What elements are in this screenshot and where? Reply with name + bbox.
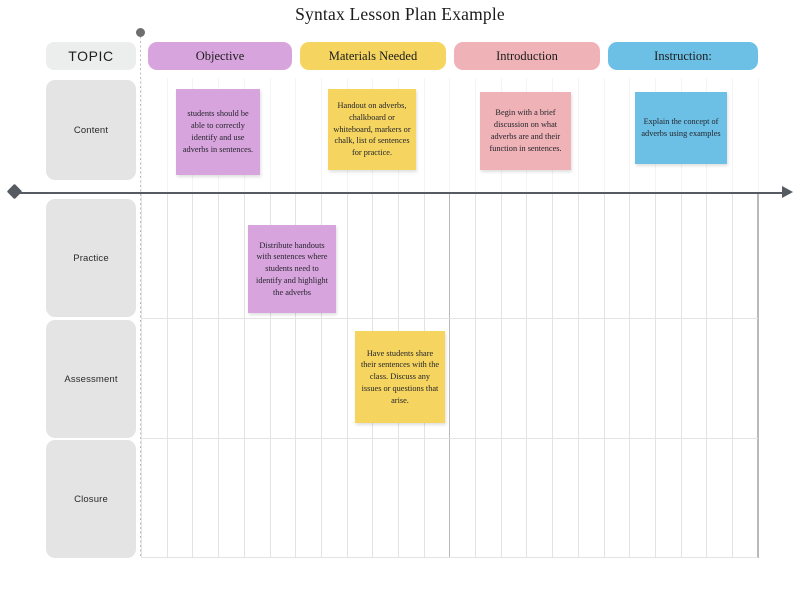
grid-vertical-line (192, 192, 193, 558)
grid-vertical-line (501, 192, 502, 558)
column-header-instruction[interactable]: Instruction: (608, 42, 758, 70)
horizontal-axis-arrow-icon (782, 186, 793, 198)
grid-vertical-line-faint (449, 78, 450, 192)
row-label-closure: Closure (46, 440, 136, 558)
grid-vertical-line (167, 192, 168, 558)
row-label-assessment: Assessment (46, 320, 136, 438)
sticky-note-text: Begin with a brief discussion on what ad… (489, 108, 562, 153)
row-label-content: Content (46, 80, 136, 180)
grid-vertical-line (449, 192, 450, 558)
column-header-objective[interactable]: Objective (148, 42, 292, 70)
vertical-axis-top-dot-icon (136, 28, 145, 37)
sticky-note-introduction-content[interactable]: Begin with a brief discussion on what ad… (480, 92, 571, 170)
grid-vertical-line-faint (321, 78, 322, 192)
grid-vertical-line-faint (295, 78, 296, 192)
sticky-note-objective-content[interactable]: students should be able to correctly ide… (176, 89, 260, 175)
grid-horizontal-line (141, 318, 758, 319)
sticky-note-materials-content[interactable]: Handout on adverbs, chalkboard or whiteb… (328, 89, 416, 170)
grid-vertical-line-faint (424, 78, 425, 192)
vertical-axis-dotted-line (140, 32, 142, 558)
sticky-note-text: students should be able to correctly ide… (182, 109, 254, 154)
sticky-note-text: Have students share their sentences with… (360, 348, 440, 405)
grid-vertical-line (321, 192, 322, 558)
grid-vertical-line (758, 192, 759, 558)
grid-vertical-line (629, 192, 630, 558)
grid-vertical-line (475, 192, 476, 558)
grid-vertical-line (295, 192, 296, 558)
grid-vertical-line (141, 192, 142, 558)
horizontal-axis-origin-marker-icon (6, 183, 23, 200)
grid-vertical-line (757, 192, 758, 558)
column-header-materials-needed[interactable]: Materials Needed (300, 42, 446, 70)
grid-vertical-line-faint (167, 78, 168, 192)
sticky-note-text: Handout on adverbs, chalkboard or whiteb… (333, 101, 411, 158)
sticky-note-instruction-content[interactable]: Explain the concept of adverbs using exa… (635, 92, 727, 164)
grid-horizontal-line (141, 438, 758, 439)
grid-vertical-line (347, 192, 348, 558)
page-title: Syntax Lesson Plan Example (295, 4, 505, 24)
grid-vertical-line (552, 192, 553, 558)
grid-vertical-line (270, 192, 271, 558)
plan-grid (141, 192, 759, 558)
grid-vertical-line (578, 192, 579, 558)
grid-vertical-line-faint (758, 78, 759, 192)
sticky-note-assessment[interactable]: Have students share their sentences with… (355, 331, 445, 423)
horizontal-axis-line (18, 192, 790, 194)
grid-vertical-line-faint (475, 78, 476, 192)
grid-vertical-line (706, 192, 707, 558)
grid-horizontal-line (141, 557, 758, 558)
grid-vertical-line (732, 192, 733, 558)
grid-vertical-line (655, 192, 656, 558)
row-label-practice: Practice (46, 199, 136, 317)
sticky-note-text: Explain the concept of adverbs using exa… (641, 117, 721, 138)
grid-vertical-line (218, 192, 219, 558)
grid-vertical-line-faint (141, 78, 142, 192)
column-header-introduction[interactable]: Introduction (454, 42, 600, 70)
grid-vertical-line (681, 192, 682, 558)
grid-vertical-line-faint (604, 78, 605, 192)
sticky-note-text: Distribute handouts with sentences where… (256, 240, 328, 297)
grid-vertical-line-faint (629, 78, 630, 192)
grid-vertical-line (244, 192, 245, 558)
grid-vertical-line (604, 192, 605, 558)
sticky-note-practice[interactable]: Distribute handouts with sentences where… (248, 225, 336, 313)
topic-header-label: TOPIC (46, 42, 136, 70)
grid-vertical-line-faint (270, 78, 271, 192)
grid-vertical-line-faint (732, 78, 733, 192)
grid-vertical-line-faint (578, 78, 579, 192)
grid-vertical-line (526, 192, 527, 558)
